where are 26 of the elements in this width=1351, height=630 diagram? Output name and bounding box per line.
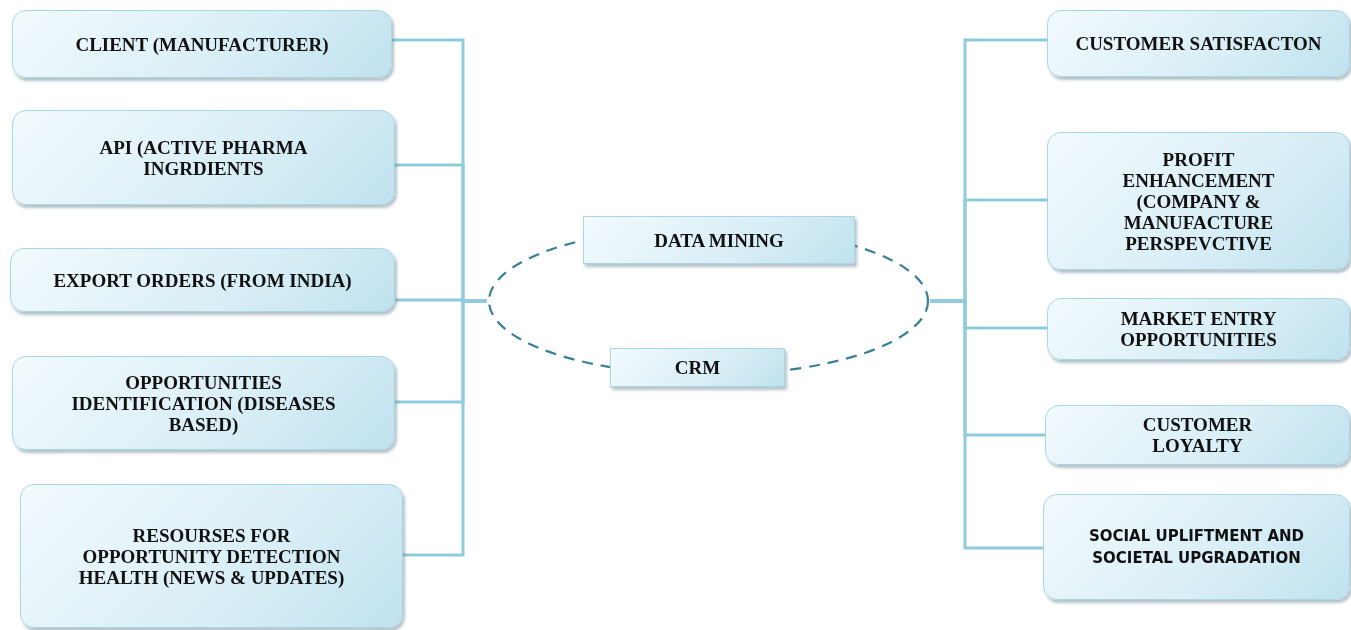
- text-box: [10, 248, 395, 312]
- text-box: [12, 356, 395, 450]
- text-box: [1047, 132, 1350, 270]
- text-box: [610, 348, 785, 387]
- text-box: [583, 216, 855, 264]
- box-label: EXPORT ORDERS (FROM INDIA): [53, 269, 352, 291]
- text-box: [12, 10, 392, 78]
- text-box: [1043, 494, 1350, 600]
- box-label: OPPORTUNITIES IDENTIFICATION (DISEASES BASED): [70, 371, 337, 435]
- box-label: CRM: [674, 357, 721, 378]
- text-box: [1045, 405, 1350, 465]
- box-label: API (ACTIVE PHARMA INGRDIENTS: [98, 136, 309, 179]
- connector-line: [403, 299, 487, 557]
- box-label: CUSTOMER LOYALTY: [1141, 414, 1254, 456]
- box-label: CLIENT (MANUFACTURER): [75, 33, 329, 55]
- box-label: DATA MINING: [654, 229, 784, 251]
- box-label: SOCIAL UPLIFTMENT AND SOCIETAL UPGRADATION: [1087, 526, 1306, 569]
- connector-line: [930, 299, 1043, 550]
- box-label: PROFIT ENHANCEMENT (COMPANY & MANUFACTURE PERSPEVCTIVE: [1121, 148, 1276, 254]
- text-box: [20, 484, 403, 628]
- text-box: [1047, 298, 1350, 360]
- text-box: [12, 110, 395, 205]
- box-label: CUSTOMER SATISFACTON: [1075, 33, 1322, 54]
- text-box: [1047, 10, 1350, 77]
- box-label: RESOURSES FOR OPPORTUNITY DETECTION HEALTH (NEWS & UPDATES): [77, 524, 346, 588]
- box-label: MARKET ENTRY OPPORTUNITIES: [1119, 308, 1278, 350]
